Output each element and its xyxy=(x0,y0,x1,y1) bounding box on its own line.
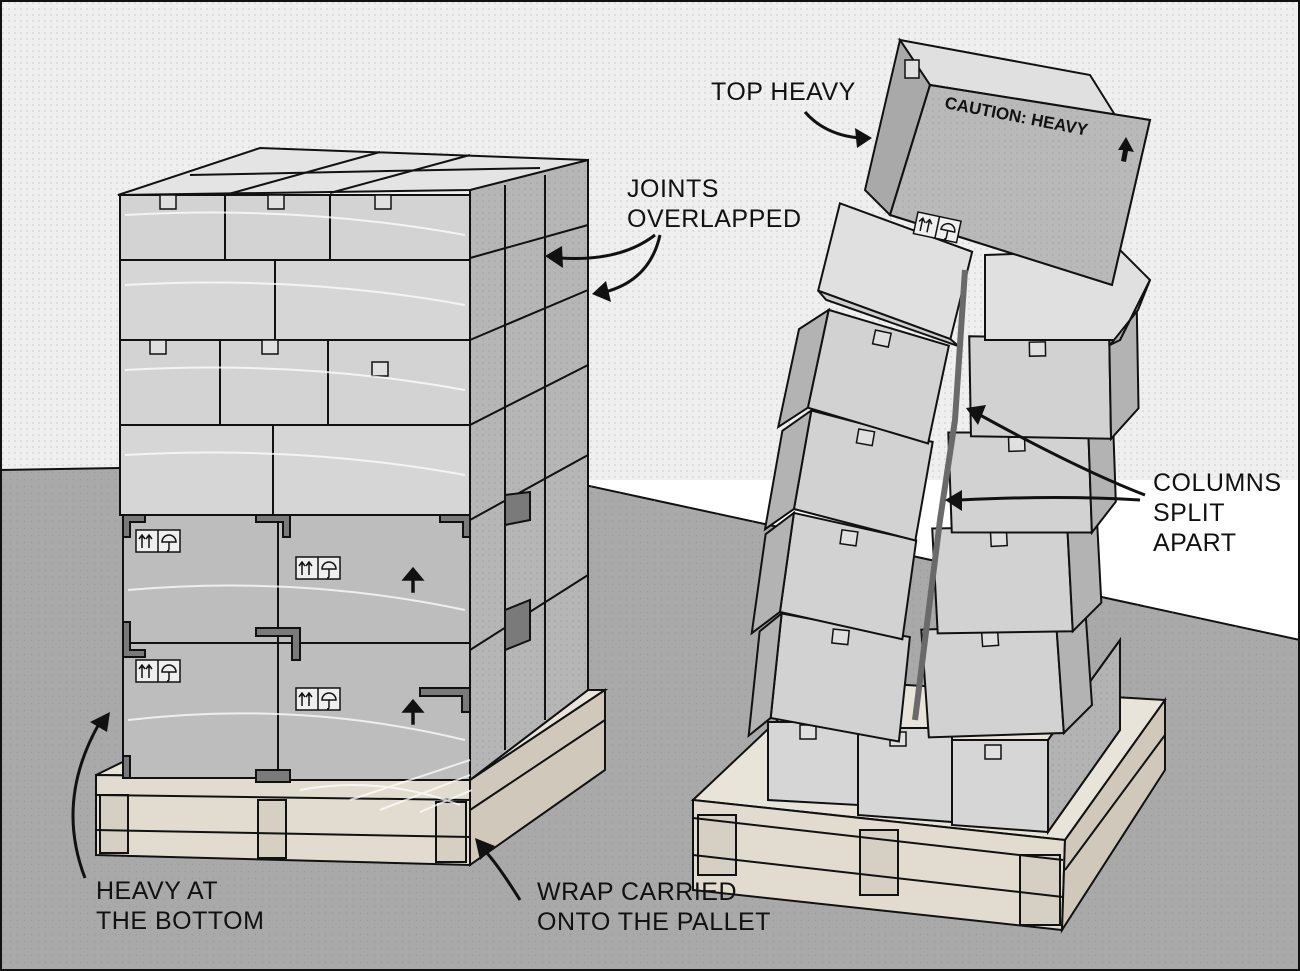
callout-top-heavy: TOP HEAVY xyxy=(711,77,856,107)
umbrella-keep-dry-icon xyxy=(940,222,956,240)
this-way-up-icon xyxy=(912,211,962,244)
callout-joints-overlapped: JOINTS OVERLAPPED xyxy=(627,174,802,234)
caution-heavy-box: CAUTION: HEAVY xyxy=(863,37,1152,287)
label-joints-line-1: JOINTS xyxy=(627,175,719,203)
this-way-up-icon xyxy=(135,659,181,683)
arrow-top-heavy xyxy=(803,111,861,140)
umbrella-keep-dry-icon xyxy=(321,561,337,579)
label-columns-line-1: COLUMNS xyxy=(1153,469,1282,497)
callout-columns-split-apart: COLUMNS SPLIT APART xyxy=(1153,468,1282,558)
label-heavy-line-2: THE BOTTOM xyxy=(96,907,265,935)
arrow-joints-1 xyxy=(559,233,656,260)
left-column xyxy=(747,202,974,743)
left-stack xyxy=(117,146,589,813)
corner-protector-icon xyxy=(122,490,531,783)
callout-wrap-carried: WRAP CARRIED ONTO THE PALLET xyxy=(537,877,771,937)
up-arrow-icon xyxy=(1118,137,1134,162)
callout-heavy-at-bottom: HEAVY AT THE BOTTOM xyxy=(96,876,264,936)
this-way-up-icon xyxy=(295,687,341,711)
umbrella-keep-dry-icon xyxy=(321,692,337,710)
label-top-heavy: TOP HEAVY xyxy=(711,78,856,106)
bottom-row-boxes xyxy=(767,636,1121,836)
arrow-columns-1 xyxy=(979,413,1146,497)
umbrella-keep-dry-icon xyxy=(161,664,177,682)
label-wrap-line-2: ONTO THE PALLET xyxy=(537,908,771,936)
label-heavy-line-1: HEAVY AT xyxy=(96,877,219,905)
arrow-joints-2 xyxy=(604,234,662,294)
arrow-heavy-bottom xyxy=(71,721,102,879)
this-way-up-icon xyxy=(135,529,181,553)
stretch-wrap xyxy=(124,211,473,813)
label-columns-line-2: SPLIT xyxy=(1153,499,1225,527)
label-columns-line-3: APART xyxy=(1153,529,1237,557)
tape-tabs xyxy=(149,194,392,377)
up-arrow-icon xyxy=(401,698,425,725)
label-joints-line-2: OVERLAPPED xyxy=(627,205,802,233)
column-gap xyxy=(912,269,968,721)
callout-arrows xyxy=(71,111,1146,901)
umbrella-keep-dry-icon xyxy=(161,534,177,552)
heavy-box-markings xyxy=(135,529,425,725)
label-wrap-line-1: WRAP CARRIED xyxy=(537,878,738,906)
front-box-rows xyxy=(119,194,471,781)
this-way-up-icon xyxy=(295,556,341,580)
arrow-columns-2 xyxy=(959,496,1141,502)
right-stack: CAUTION: HEAVY xyxy=(747,37,1152,836)
up-arrow-icon xyxy=(401,566,425,593)
